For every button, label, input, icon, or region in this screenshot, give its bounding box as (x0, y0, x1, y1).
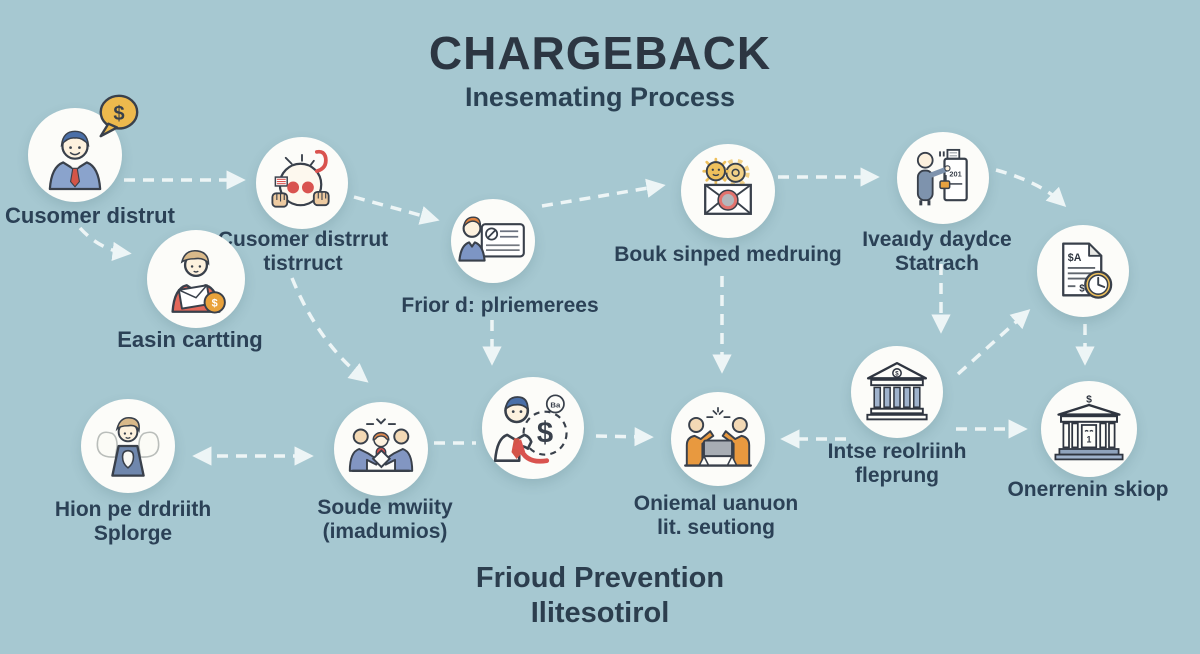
arrow-card-review-to-sealed-mail (541, 178, 666, 208)
person-envelope-coin-icon: $ (171, 249, 226, 314)
arrow-issuing-bank-to-invoice (956, 309, 1031, 376)
meeting-handshake-icon (348, 418, 414, 473)
node-dispute-settlement (671, 392, 765, 486)
svg-text:$: $ (212, 297, 218, 309)
person-id-card-icon (458, 216, 525, 262)
node-invoice-clock: $A $ (1037, 225, 1129, 317)
arrow-atm-to-invoice (995, 168, 1067, 207)
person-dollar-speech-icon (48, 130, 102, 191)
dollar-speech-bubble-icon: $ (99, 94, 139, 138)
arrow-customer-to-mail-payment (78, 226, 132, 262)
bank-building-icon: $ (866, 361, 928, 421)
label-atm-statement: Iveaıdy daydce Statrach (862, 228, 1012, 275)
footer-line-2: Ilitesotirol (530, 597, 670, 629)
svg-text:$: $ (1079, 284, 1085, 295)
node-mail-payment: $ (147, 230, 245, 328)
arrow-dispute2-to-card-review (353, 195, 440, 225)
label-customer-dispute-repeat: Cusomer distrrut tistrruct (217, 228, 389, 275)
svg-text:201: 201 (949, 170, 961, 179)
svg-text:Ba: Ba (550, 400, 561, 409)
svg-text:$A: $A (1068, 252, 1082, 264)
node-customer-dispute-repeat (256, 137, 348, 229)
label-card-review: Frior d: plriemerees (401, 294, 599, 317)
label-customer-dispute: Cusomer distrut (5, 203, 175, 228)
page-subtitle: Inesemating Process (464, 82, 736, 112)
node-customer-dispute: $ (28, 94, 139, 202)
label-team-meeting: Soude mwiity (imadumios) (317, 496, 453, 543)
node-angel-review (81, 399, 175, 493)
node-refund-processing: $ Ba (482, 377, 584, 479)
label-angel-review: Hion pe drdriith Splorge (54, 498, 212, 545)
node-sealed-mail (681, 144, 775, 238)
envelope-gears-icon (702, 157, 752, 215)
hands-dispute-icon (271, 149, 330, 208)
negotiation-table-icon (684, 406, 752, 467)
svg-text:1: 1 (1087, 435, 1092, 445)
label-issuing-bank: Intse reolriinh fleprung (827, 440, 967, 487)
svg-text:$: $ (895, 371, 899, 378)
footer-line-1: Frioud Prevention (475, 562, 725, 594)
svg-text:$: $ (1086, 395, 1092, 406)
angel-person-icon (96, 416, 160, 477)
invoice-clock-icon: $A $ (1062, 242, 1113, 299)
page-title: CHARGEBACK (428, 27, 772, 79)
label-dispute-settlement: Oniemal uanuon lit. seutiong (633, 492, 799, 539)
label-mail-payment: Easin cartting (117, 327, 263, 352)
svg-text:$: $ (537, 418, 553, 450)
person-atm-icon: 201 (916, 148, 968, 206)
arrow-dispute2-to-meeting (290, 277, 369, 383)
node-card-review (451, 199, 535, 283)
node-issuing-bank: $ (851, 346, 943, 438)
bank-dollar-icon: $ 1 (1054, 395, 1124, 461)
node-acquiring-bank: $ 1 (1041, 381, 1137, 477)
label-acquiring-bank: Onerrenin skiop (1007, 478, 1169, 501)
node-team-meeting (334, 402, 428, 496)
svg-text:$: $ (113, 103, 124, 125)
person-refund-dollar-icon: $ Ba (493, 394, 568, 464)
node-atm-statement: 201 (897, 132, 989, 224)
label-sealed-mail: Bouk sinped medruing (614, 243, 842, 266)
arrow-refund-to-settlement (595, 427, 654, 447)
